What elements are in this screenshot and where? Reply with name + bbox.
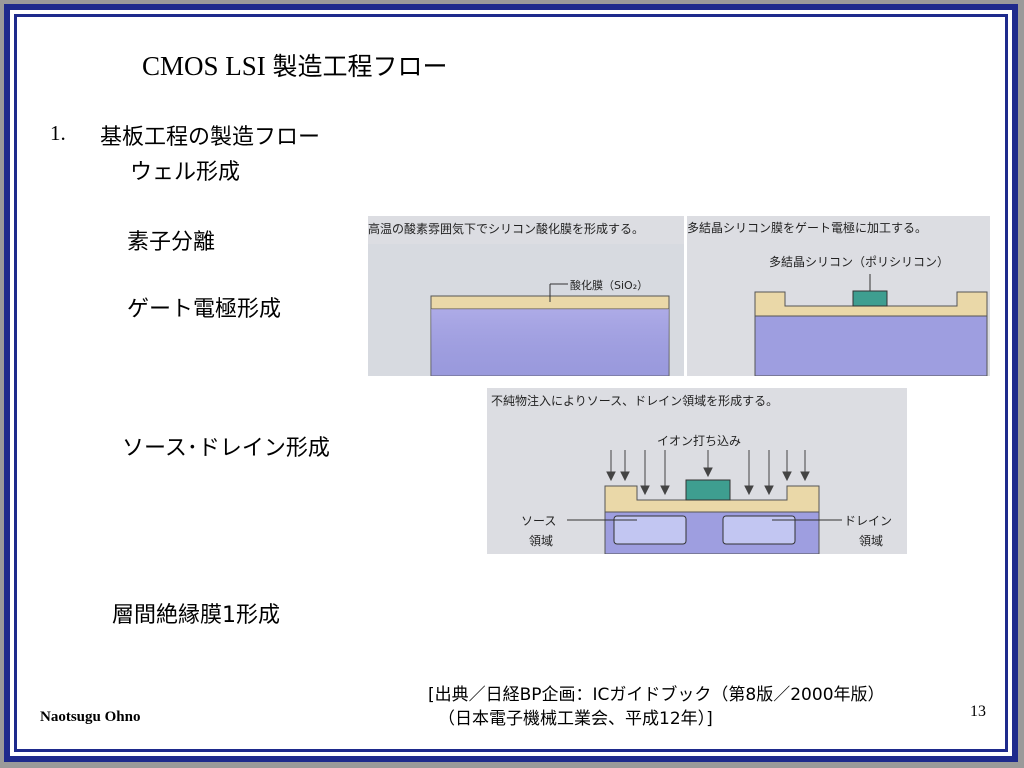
page-number: 13 — [970, 703, 986, 720]
figure-implant-source-region: 領域 — [529, 534, 554, 548]
figure-implant-drain-label: ドレイン — [844, 514, 893, 528]
figure-gate-label: 多結晶シリコン（ポリシリコン） — [769, 255, 950, 269]
citation: [出典／日経BP企画：ICガイドブック（第8版／2000年版） （日本電子機械工… — [428, 683, 885, 731]
author-name: Naotsugu Ohno — [40, 709, 141, 725]
title-japanese: 製造工程フロー — [272, 52, 448, 81]
step-well: ウェル形成 — [130, 160, 241, 185]
figure-oxidation-caption: 高温の酸素雰囲気下でシリコン酸化膜を形成する。 — [368, 222, 645, 236]
step-interlayer: 層間絶縁膜1形成 — [112, 603, 280, 628]
slide: CMOS LSI 製造工程フロー 1. 基板工程の製造フロー ウェル形成 素子分… — [17, 17, 1005, 749]
figure-oxidation-label: 酸化膜（SiO₂） — [570, 279, 649, 292]
figure-implant-caption: 不純物注入によりソース、ドレイン領域を形成する。 — [491, 394, 779, 408]
figure-gate: 多結晶シリコン膜をゲート電極に加工する。 多結晶シリコン（ポリシリコン） — [687, 216, 990, 376]
figure-gate-caption: 多結晶シリコン膜をゲート電極に加工する。 — [687, 221, 928, 235]
citation-line-2: （日本電子機械工業会、平成12年）] — [438, 709, 713, 729]
citation-line-1: [出典／日経BP企画：ICガイドブック（第8版／2000年版） — [428, 685, 885, 705]
title-latin: CMOS LSI — [142, 51, 273, 81]
step-isolation: 素子分離 — [127, 230, 216, 255]
step-gate: ゲート電極形成 — [127, 297, 282, 322]
figure-implant-ion-label: イオン打ち込み — [657, 434, 742, 448]
slide-title: CMOS LSI 製造工程フロー — [142, 47, 448, 83]
list-item-number: 1. — [50, 121, 66, 145]
figure-implant: 不純物注入によりソース、ドレイン領域を形成する。 イオン打ち込み ソース 領域 … — [487, 388, 907, 554]
figure-oxidation: 高温の酸素雰囲気下でシリコン酸化膜を形成する。 酸化膜（SiO₂） — [368, 216, 684, 376]
figure-implant-drain-region: 領域 — [859, 534, 884, 548]
step-source-drain: ソース･ドレイン形成 — [122, 436, 330, 461]
list-item-heading: 基板工程の製造フロー — [100, 125, 321, 150]
figure-implant-source-label: ソース — [521, 514, 557, 528]
